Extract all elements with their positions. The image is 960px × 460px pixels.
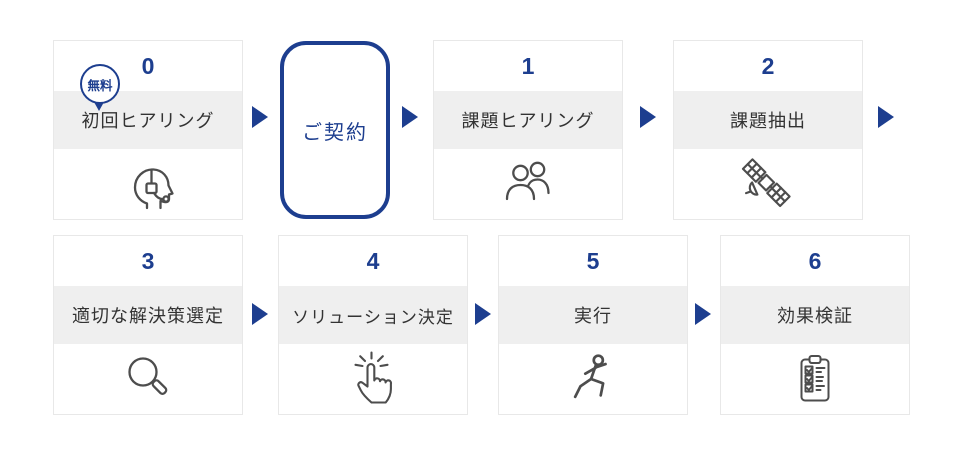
- step-title: 初回ヒアリング: [54, 91, 242, 149]
- step-icon-box: [499, 344, 687, 414]
- step-title: 適切な解決策選定: [54, 286, 242, 344]
- checklist-icon: [800, 355, 830, 402]
- satellite-icon: [741, 158, 791, 208]
- step-card-0: 無料 0 初回ヒアリング: [53, 40, 243, 220]
- flow-arrow-icon: [878, 106, 894, 128]
- step-icon-box: [721, 344, 909, 414]
- step-icon-box: [279, 344, 467, 414]
- running-person-icon: [573, 354, 607, 399]
- click-hand-icon: [354, 351, 392, 404]
- step-card-3: 3 適切な解決策選定: [53, 235, 243, 415]
- contract-box: ご契約: [280, 41, 390, 219]
- step-title: ソリューション決定: [279, 286, 467, 344]
- step-title: 実行: [499, 286, 687, 344]
- step-icon-box: [54, 149, 242, 219]
- flow-arrow-icon: [252, 303, 268, 325]
- flow-arrow-icon: [252, 106, 268, 128]
- step-card-5: 5 実行: [498, 235, 688, 415]
- headset-person-icon: [133, 168, 174, 210]
- step-card-2: 2 課題抽出: [673, 40, 863, 220]
- contract-label: ご契約: [302, 121, 368, 144]
- step-title: 課題ヒアリング: [434, 91, 622, 149]
- step-number: 6: [808, 247, 822, 274]
- step-number: 5: [586, 247, 600, 274]
- step-icon-box: [434, 149, 622, 219]
- flow-arrow-icon: [402, 106, 418, 128]
- flow-arrow-icon: [640, 106, 656, 128]
- step-card-6: 6 効果検証: [720, 235, 910, 415]
- badge-tail: [94, 102, 104, 111]
- magnifier-icon: [128, 357, 168, 395]
- step-card-4: 4 ソリューション決定: [278, 235, 468, 415]
- step-number: 3: [141, 247, 155, 274]
- flow-arrow-icon: [695, 303, 711, 325]
- step-card-1: 1 課題ヒアリング: [433, 40, 623, 220]
- flow-arrow-icon: [475, 303, 491, 325]
- step-number: 2: [761, 52, 775, 79]
- two-people-icon: [505, 161, 550, 201]
- step-icon-box: [674, 149, 862, 219]
- step-number: 4: [366, 247, 380, 274]
- free-badge: 無料: [80, 64, 120, 111]
- step-number: 0: [141, 52, 155, 79]
- step-title: 効果検証: [721, 286, 909, 344]
- step-icon-box: [54, 344, 242, 414]
- step-title: 課題抽出: [674, 91, 862, 149]
- step-number: 1: [521, 52, 535, 79]
- free-badge-label: 無料: [87, 78, 113, 93]
